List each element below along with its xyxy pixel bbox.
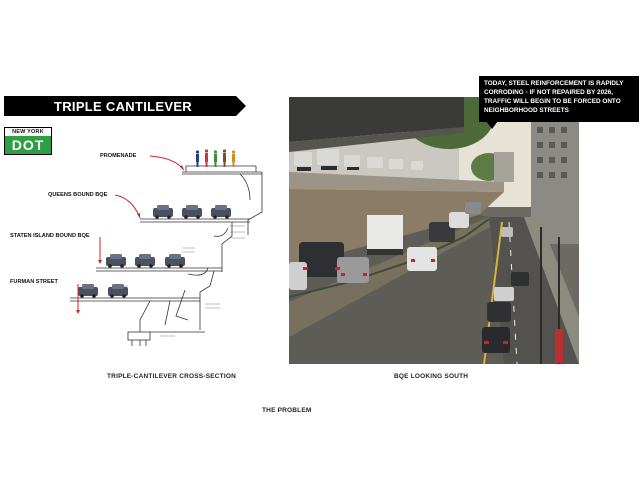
staten-island-bound-label: STATEN ISLAND BOUND BQE	[10, 233, 90, 239]
banner-title: TRIPLE CANTILEVER	[54, 99, 192, 114]
bqe-photo	[289, 97, 579, 364]
photo-caption: BQE LOOKING SOUTH	[394, 373, 469, 380]
logo-top-text: NEW YORK CITY	[12, 129, 44, 143]
staten-island-bound-cars	[106, 254, 185, 268]
cross-section-caption: TRIPLE-CANTILEVER CROSS-SECTION	[107, 373, 236, 380]
banner-arrow-shape	[4, 96, 246, 116]
furman-street-cars	[78, 284, 128, 298]
cross-section-diagram: PROMENADE QUEENS BOUND BQE STATEN ISLAND…	[10, 149, 263, 346]
queens-bound-cars	[153, 205, 231, 219]
callout-pointer	[486, 121, 498, 129]
logo-bottom-text: DOT	[5, 136, 51, 154]
promenade-label: PROMENADE	[100, 153, 137, 159]
queens-bound-label: QUEENS BOUND BQE	[48, 192, 108, 198]
section-banner: TRIPLE CANTILEVER	[4, 96, 246, 116]
footer-title: THE PROBLEM	[262, 407, 312, 414]
bqe-photo-illustration	[289, 97, 579, 364]
corrosion-callout: TODAY, STEEL REINFORCEMENT IS RAPIDLY CO…	[479, 76, 639, 122]
pedestrian-figures	[195, 149, 236, 167]
furman-street-label: FURMAN STREET	[10, 279, 58, 285]
nyc-dot-logo: NEW YORK CITY DOT	[4, 127, 52, 155]
